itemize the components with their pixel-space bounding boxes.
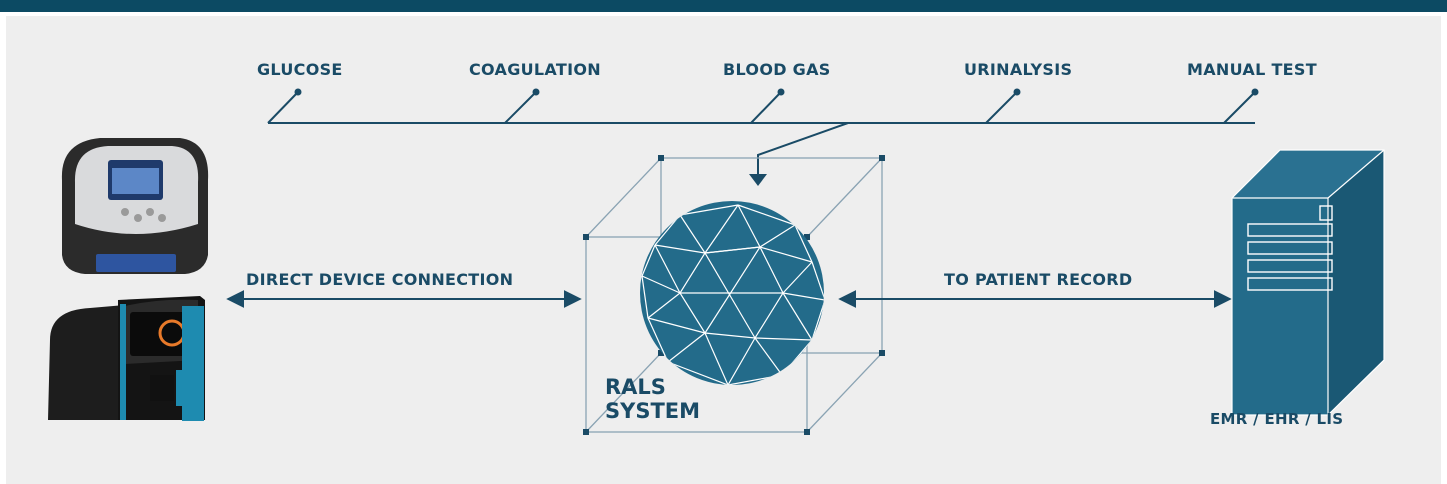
blood-gas-connector [750, 91, 782, 124]
blood-gas-node [777, 88, 785, 96]
ral-system-line1: RALS [605, 375, 666, 399]
server-tower-icon [1231, 149, 1385, 416]
analyzer-device-2-icon [48, 296, 205, 421]
manual-test-connector [1223, 91, 1256, 124]
category-label-blood-gas: BLOOD GAS [723, 60, 831, 79]
ral-system-line2: SYSTEM [605, 399, 701, 423]
category-label-manual-test: MANUAL TEST [1187, 60, 1317, 79]
category-label-glucose: GLUCOSE [257, 60, 343, 79]
glucose-node [294, 88, 302, 96]
coagulation-connector [504, 91, 537, 124]
direct-connection-label: DIRECT DEVICE CONNECTION [246, 270, 514, 289]
feed-line [757, 122, 849, 177]
feed-arrowhead [749, 174, 767, 186]
header-bar [0, 0, 1447, 12]
category-label-coagulation: COAGULATION [469, 60, 601, 79]
analyzer-device-1-icon [61, 138, 209, 274]
urinalysis-node [1013, 88, 1021, 96]
glucose-connector [267, 91, 299, 124]
ral-system-label: RALS SYSTEM [605, 375, 700, 423]
cube-corner-marks [583, 155, 885, 435]
server-label: EMR / EHR / LIS [1210, 410, 1344, 428]
manual-test-node [1251, 88, 1259, 96]
category-label-urinalysis: URINALYSIS [964, 60, 1073, 79]
patient-record-label: TO PATIENT RECORD [944, 270, 1133, 289]
coagulation-node [532, 88, 540, 96]
urinalysis-connector [985, 91, 1018, 124]
geodesic-sphere [640, 201, 824, 385]
